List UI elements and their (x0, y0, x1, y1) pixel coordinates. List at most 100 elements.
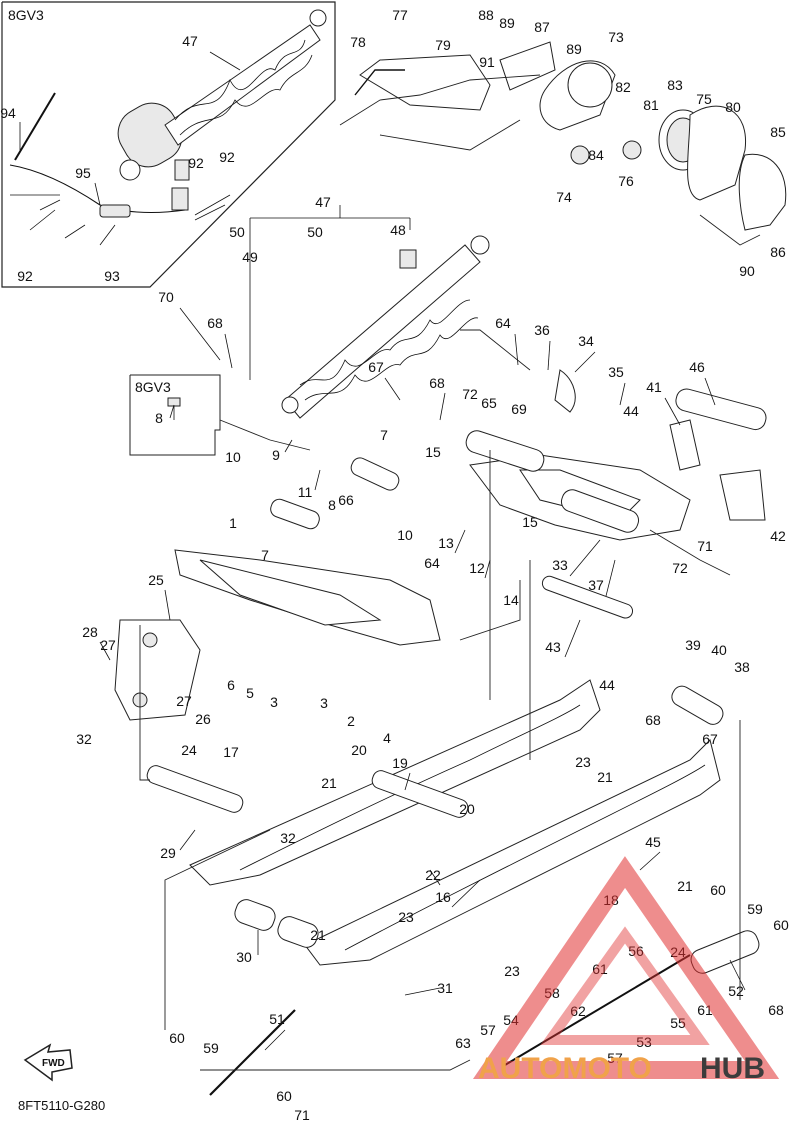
callout-92c: 92 (17, 268, 33, 284)
leader-line-64a (514, 333, 519, 366)
callout-47a: 47 (182, 33, 198, 49)
inset-model-code-mid: 8GV3 (135, 379, 171, 395)
callout-32b: 32 (280, 830, 296, 846)
callout-17: 17 (223, 744, 239, 760)
callout-37: 37 (588, 577, 604, 593)
callout-46: 46 (689, 359, 705, 375)
callout-1: 1 (229, 515, 237, 531)
callout-51: 51 (269, 1011, 285, 1027)
callout-85: 85 (770, 124, 786, 140)
leader-line-41 (664, 397, 681, 426)
callout-35: 35 (608, 364, 624, 380)
callout-11: 11 (298, 484, 313, 500)
callout-10b: 10 (397, 527, 413, 543)
leader-line-46 (704, 377, 716, 406)
callout-89a: 89 (499, 15, 515, 31)
callout-68c: 68 (645, 712, 661, 728)
callout-74: 74 (556, 189, 572, 205)
callout-27a: 27 (100, 637, 116, 653)
callout-89b: 89 (566, 41, 582, 57)
callout-91: 91 (479, 54, 495, 70)
callout-66: 66 (338, 492, 354, 508)
rear-shock-absorber (249, 205, 490, 419)
callout-60a: 60 (710, 882, 726, 898)
callout-68b: 68 (429, 375, 445, 391)
callout-82: 82 (615, 79, 631, 95)
callout-70: 70 (158, 289, 174, 305)
drawing-code: 8FT5110-G280 (18, 1098, 105, 1113)
callout-59a: 59 (747, 901, 763, 917)
watermark-text-b: HUB (700, 1052, 765, 1085)
leader-line-28 (99, 641, 111, 661)
alignment-lines (139, 329, 741, 1071)
leader-line-43 (564, 619, 581, 658)
leader-line-95 (94, 182, 101, 206)
callout-60b: 60 (773, 917, 789, 933)
callout-81: 81 (643, 97, 659, 113)
leader-line-12 (484, 559, 491, 579)
callout-3b: 3 (320, 695, 328, 711)
callout-19: 19 (392, 755, 408, 771)
callout-56: 56 (628, 943, 644, 959)
callout-22: 22 (425, 867, 441, 883)
fwd-arrow: FWD (23, 1043, 73, 1082)
leader-line-68b (439, 392, 446, 421)
callout-26: 26 (195, 711, 211, 727)
leader-line-25 (164, 589, 171, 621)
callout-90: 90 (739, 263, 755, 279)
callout-86: 86 (770, 244, 786, 260)
callout-44a: 44 (623, 403, 639, 419)
front-arm-assembly (114, 457, 441, 721)
callout-34: 34 (578, 333, 594, 349)
callout-80: 80 (725, 99, 741, 115)
callout-12: 12 (469, 560, 485, 576)
slide-rails (146, 575, 760, 1096)
callout-5: 5 (246, 685, 254, 701)
callout-60c: 60 (169, 1030, 185, 1046)
callout-50a: 50 (229, 224, 245, 240)
callout-92b: 92 (219, 149, 235, 165)
callout-59b: 59 (203, 1040, 219, 1056)
callout-8b: 8 (328, 497, 336, 513)
inset-8gv3-bolt: 8GV3 (129, 374, 221, 456)
callout-64b: 64 (424, 555, 440, 571)
callout-63: 63 (455, 1035, 471, 1051)
callout-52: 52 (728, 983, 744, 999)
callout-87: 87 (534, 19, 550, 35)
leader-line-37 (605, 559, 616, 597)
leader-line-47a (209, 51, 241, 71)
leader-line-29 (179, 829, 196, 851)
callout-7a: 7 (380, 427, 388, 443)
upper-arm-assembly (465, 369, 767, 541)
leader-line-22 (429, 869, 441, 886)
callout-9: 9 (272, 447, 280, 463)
callout-33: 33 (552, 557, 568, 573)
callout-39: 39 (685, 637, 701, 653)
callout-14: 14 (503, 592, 519, 608)
callout-50b: 50 (307, 224, 323, 240)
callout-41: 41 (646, 379, 662, 395)
callout-61a: 61 (592, 961, 608, 977)
inset-model-code: 8GV3 (8, 7, 44, 23)
leader-line-34 (574, 351, 596, 373)
callout-67a: 67 (368, 359, 384, 375)
callout-23a: 23 (575, 754, 591, 770)
callout-6: 6 (227, 677, 235, 693)
callout-49: 49 (242, 249, 258, 265)
callout-13: 13 (438, 535, 454, 551)
callout-92a: 92 (188, 155, 204, 171)
callout-95: 95 (75, 165, 91, 181)
shock-absorber-inset (117, 9, 327, 211)
leader-line-45 (639, 851, 661, 871)
callout-21a: 21 (597, 769, 613, 785)
callout-45: 45 (645, 834, 661, 850)
callout-72a: 72 (462, 386, 478, 402)
callout-71b: 71 (294, 1107, 310, 1123)
callout-79: 79 (435, 37, 451, 53)
callout-21b: 21 (321, 775, 337, 791)
leader-line-11 (314, 469, 321, 491)
callout-53: 53 (636, 1034, 652, 1050)
callout-43: 43 (545, 639, 561, 655)
leader-line-51 (264, 1029, 286, 1051)
